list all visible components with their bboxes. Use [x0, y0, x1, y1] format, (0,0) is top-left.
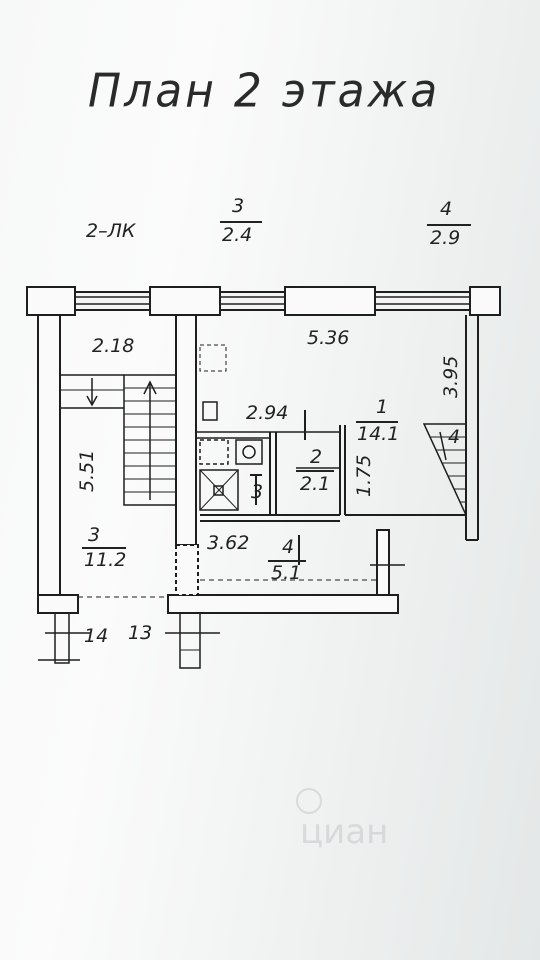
- triangle-arrow: [439, 431, 447, 461]
- balcony-lk-label: 2–ЛК: [86, 220, 136, 242]
- fraction-line: [296, 470, 334, 472]
- wall-pier: [469, 286, 501, 316]
- balcony4-number: 4: [440, 198, 453, 220]
- room3-bath-number: 3: [251, 481, 264, 503]
- cabinet-icon: [199, 439, 229, 465]
- stair-stub-left: [54, 612, 70, 664]
- dim-label: 5.36: [307, 327, 350, 349]
- stove-icon: [199, 344, 227, 372]
- fraction-line: [220, 221, 262, 223]
- dim-label: 2.18: [92, 335, 135, 357]
- axis-label: 13: [128, 622, 153, 644]
- balcony4-area: 2.9: [430, 227, 461, 249]
- cabinet-icon: [235, 439, 263, 465]
- right-pier: [376, 529, 390, 596]
- wall-pier: [26, 286, 76, 316]
- room2-area: 2.1: [300, 473, 331, 495]
- dim-label: 1.75: [353, 454, 375, 497]
- room1-number: 1: [376, 396, 389, 418]
- fraction-line: [268, 560, 306, 562]
- stair-stub-right: [179, 612, 201, 669]
- corridor-pier: [175, 544, 199, 596]
- left-wall-foot: [37, 594, 79, 614]
- corridor-wall: [167, 594, 399, 614]
- interior-wall: [175, 314, 197, 546]
- room1-area: 14.1: [357, 423, 400, 445]
- dim-label: 3.95: [440, 355, 462, 398]
- room3-area: 11.2: [84, 549, 127, 571]
- balcony3-number: 3: [232, 195, 245, 217]
- fraction-line: [356, 421, 398, 423]
- dim-label: 5.51: [76, 449, 98, 492]
- room3-number: 3: [88, 524, 101, 546]
- wall-pier: [284, 286, 376, 316]
- sink-icon: [202, 401, 218, 421]
- sink-bowl-icon: [242, 445, 256, 459]
- room2-number: 2: [310, 446, 323, 468]
- shower-icon: [199, 469, 239, 511]
- left-wall: [37, 314, 61, 596]
- fraction-line: [82, 547, 126, 549]
- stair-arrow-down-head: [86, 395, 98, 407]
- top-wall: [26, 291, 500, 311]
- wall-pier: [149, 286, 221, 316]
- dim-label: 3.62: [207, 532, 250, 554]
- watermark-logo-icon: [296, 788, 322, 814]
- plan-title: План 2 этажа: [88, 64, 441, 119]
- triangle-treads: [430, 436, 466, 503]
- stair-triangle: [422, 423, 467, 516]
- watermark-text: циан: [300, 812, 389, 852]
- fraction-line: [427, 224, 471, 226]
- room4-area: 5.1: [271, 562, 302, 584]
- balcony3-area: 2.4: [222, 224, 253, 246]
- stair4-number: 4: [448, 426, 461, 448]
- dim-label: 2.94: [246, 402, 289, 424]
- stair-arrow-up-head: [143, 380, 157, 395]
- room4-number: 4: [282, 536, 295, 558]
- axis-label: 14: [84, 625, 109, 647]
